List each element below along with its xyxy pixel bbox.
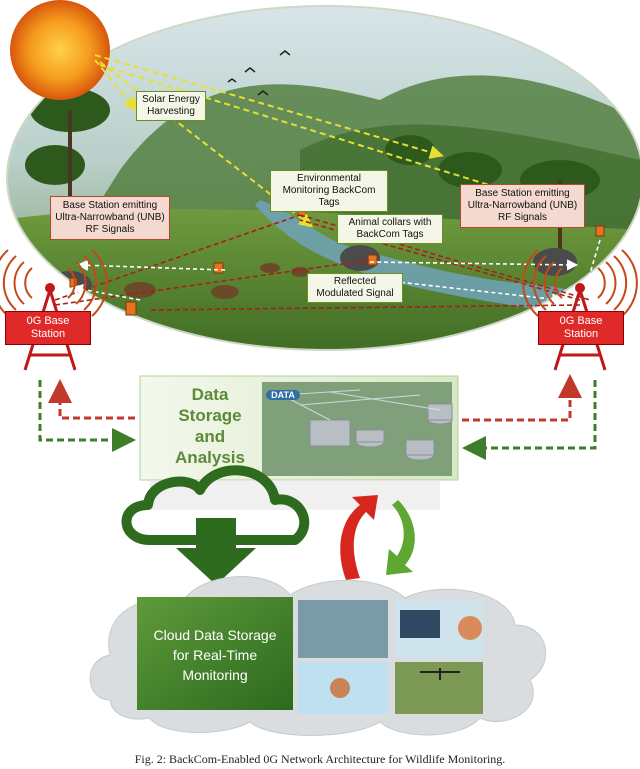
- data-storage-panel: [139, 375, 459, 510]
- cloud-storage-panel: [89, 576, 546, 736]
- cloud-storage-box: [137, 597, 293, 710]
- right-base-station-tower: [522, 249, 638, 371]
- uplink-arrows: [38, 374, 597, 460]
- storage-tanks-icon: [309, 403, 453, 461]
- animal-collars-label: Animal collars with BackCom Tags: [337, 214, 443, 244]
- station-right-label: 0G Base Station: [538, 311, 624, 345]
- monitoring-thumb-ai: [298, 600, 388, 658]
- figure-caption: Fig. 2: BackCom-Enabled 0G Network Archi…: [134, 752, 506, 766]
- base-station-left-label: Base Station emitting Ultra-Narrowband (…: [50, 196, 170, 240]
- base-station-right-label: Base Station emitting Ultra-Narrowband (…: [460, 184, 585, 228]
- cloud-storage-title: Cloud Data Storage for Real-Time Monitor…: [153, 627, 277, 683]
- sun-icon: [10, 0, 110, 100]
- solar-energy-label: Solar Energy Harvesting: [136, 91, 206, 121]
- environmental-tags-label: Environmental Monitoring BackCom Tags: [270, 170, 388, 212]
- sync-arrows: [340, 495, 415, 580]
- station-left-label: 0G Base Station: [5, 311, 91, 345]
- data-storage-title: Data Storage and Analysis: [175, 385, 245, 467]
- reflected-signal-label: Reflected Modulated Signal: [307, 273, 403, 303]
- cloud-upload-icon: [121, 465, 310, 585]
- data-word-label: DATA: [266, 390, 300, 400]
